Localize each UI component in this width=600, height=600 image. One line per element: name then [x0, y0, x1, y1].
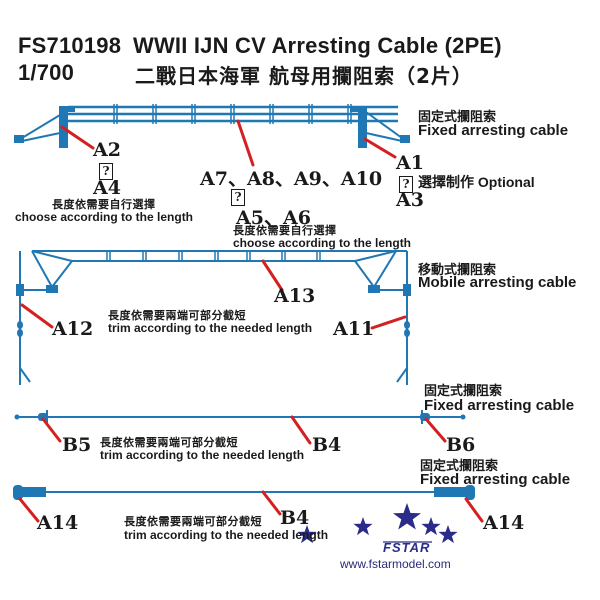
fixed-top-mid-caption-en: choose according to the length — [233, 236, 412, 250]
part-label-a12: A12 — [52, 318, 94, 340]
part-label-a7-a10: A7、A8、A9、A10 — [200, 168, 383, 190]
fixed-top-right-post — [350, 106, 410, 148]
fixed-b-cable — [14, 410, 466, 424]
unknown-glyph-box: ? — [99, 160, 113, 180]
part-label-b4: B4 — [312, 434, 342, 456]
part-label-b5: B5 — [62, 434, 92, 456]
part-label-a1: A1 — [396, 152, 424, 174]
fixed-top-heading-en: Fixed arresting cable — [418, 122, 569, 139]
fstar-logo-stars — [297, 503, 458, 544]
fstar-brand: FSTAR — [383, 540, 431, 555]
star-icon — [353, 517, 373, 536]
part-label-b4-bottom: B4 — [280, 507, 310, 529]
star-icon — [297, 525, 317, 544]
part-label-a3: A3 — [396, 189, 424, 211]
website-link[interactable]: www.fstarmodel.com — [340, 557, 451, 571]
fixed-top-cable — [68, 104, 398, 124]
part-label-a5-a6: A5、A6 — [236, 207, 311, 229]
leader-a11 — [370, 315, 407, 330]
fixed-b-heading-en: Fixed arresting cable — [424, 397, 575, 414]
fixed-top-heading-cn: 固定式攔阻索 — [418, 110, 497, 125]
mobile-heading-en: Mobile arresting cable — [418, 274, 577, 291]
optional-label: 選擇制作 Optional — [418, 174, 535, 190]
fixed-a14-cable — [13, 485, 475, 500]
fixed-top-mid-caption-cn: 長度依需要自行選擇 — [233, 224, 337, 237]
fixed-a14-heading-en: Fixed arresting cable — [420, 471, 571, 488]
leader-a7-a10 — [236, 119, 255, 167]
fixed-top-left-caption-en: choose according to the length — [15, 210, 194, 224]
fixed-a14-caption-en: trim according to the needed length — [124, 528, 329, 542]
leader-a12 — [20, 303, 54, 329]
fixed-b-caption-cn: 長度依需要兩端可部分截短 — [100, 436, 238, 449]
leader-b4-bottom — [261, 490, 282, 516]
mobile-cable — [16, 250, 411, 385]
fixed-top-left-caption-cn: 長度依需要自行選擇 — [52, 198, 156, 211]
leader-a14-right — [464, 497, 484, 523]
fixed-a14-caption-cn: 長度依需要兩端可部分截短 — [124, 515, 262, 528]
part-label-a13: A13 — [274, 285, 316, 307]
part-label-a4: A4 — [93, 177, 121, 199]
leader-lines — [18, 119, 484, 523]
leader-a13 — [261, 259, 284, 292]
unknown-glyph-box: ? — [231, 186, 245, 206]
part-label-b6: B6 — [446, 434, 476, 456]
fixed-b-heading-cn: 固定式攔阻索 — [424, 384, 503, 399]
fixed-top-left-post — [14, 106, 75, 148]
part-label-a14-right: A14 — [483, 512, 525, 534]
leader-a2 — [60, 125, 95, 150]
leader-a14-left — [18, 497, 40, 523]
scale: 1/700 — [18, 60, 75, 85]
leader-b6 — [424, 417, 447, 443]
star-icon — [421, 517, 441, 536]
product-code: FS710198 — [18, 33, 122, 58]
title-en: WWII IJN CV Arresting Cable (2PE) — [133, 33, 502, 58]
star-icon — [438, 525, 458, 544]
star-icon — [393, 503, 421, 530]
leader-a1 — [363, 137, 397, 159]
mobile-heading-cn: 移動式攔阻索 — [418, 263, 497, 278]
part-label-a14-left: A14 — [37, 512, 79, 534]
mobile-caption-en: trim according to the needed length — [108, 321, 313, 335]
part-label-a11: A11 — [333, 318, 375, 340]
fixed-b-caption-en: trim according to the needed length — [100, 448, 305, 462]
leader-b5 — [41, 417, 62, 443]
title-cn: 二戰日本海軍 航母用攔阻索（2片） — [135, 64, 473, 88]
leader-b4-top — [290, 415, 312, 445]
mobile-caption-cn: 長度依需要兩端可部分截短 — [108, 309, 246, 322]
fixed-a14-heading-cn: 固定式攔阻索 — [420, 459, 499, 474]
unknown-glyph-box: ? — [399, 173, 413, 193]
part-label-a2: A2 — [93, 139, 121, 161]
